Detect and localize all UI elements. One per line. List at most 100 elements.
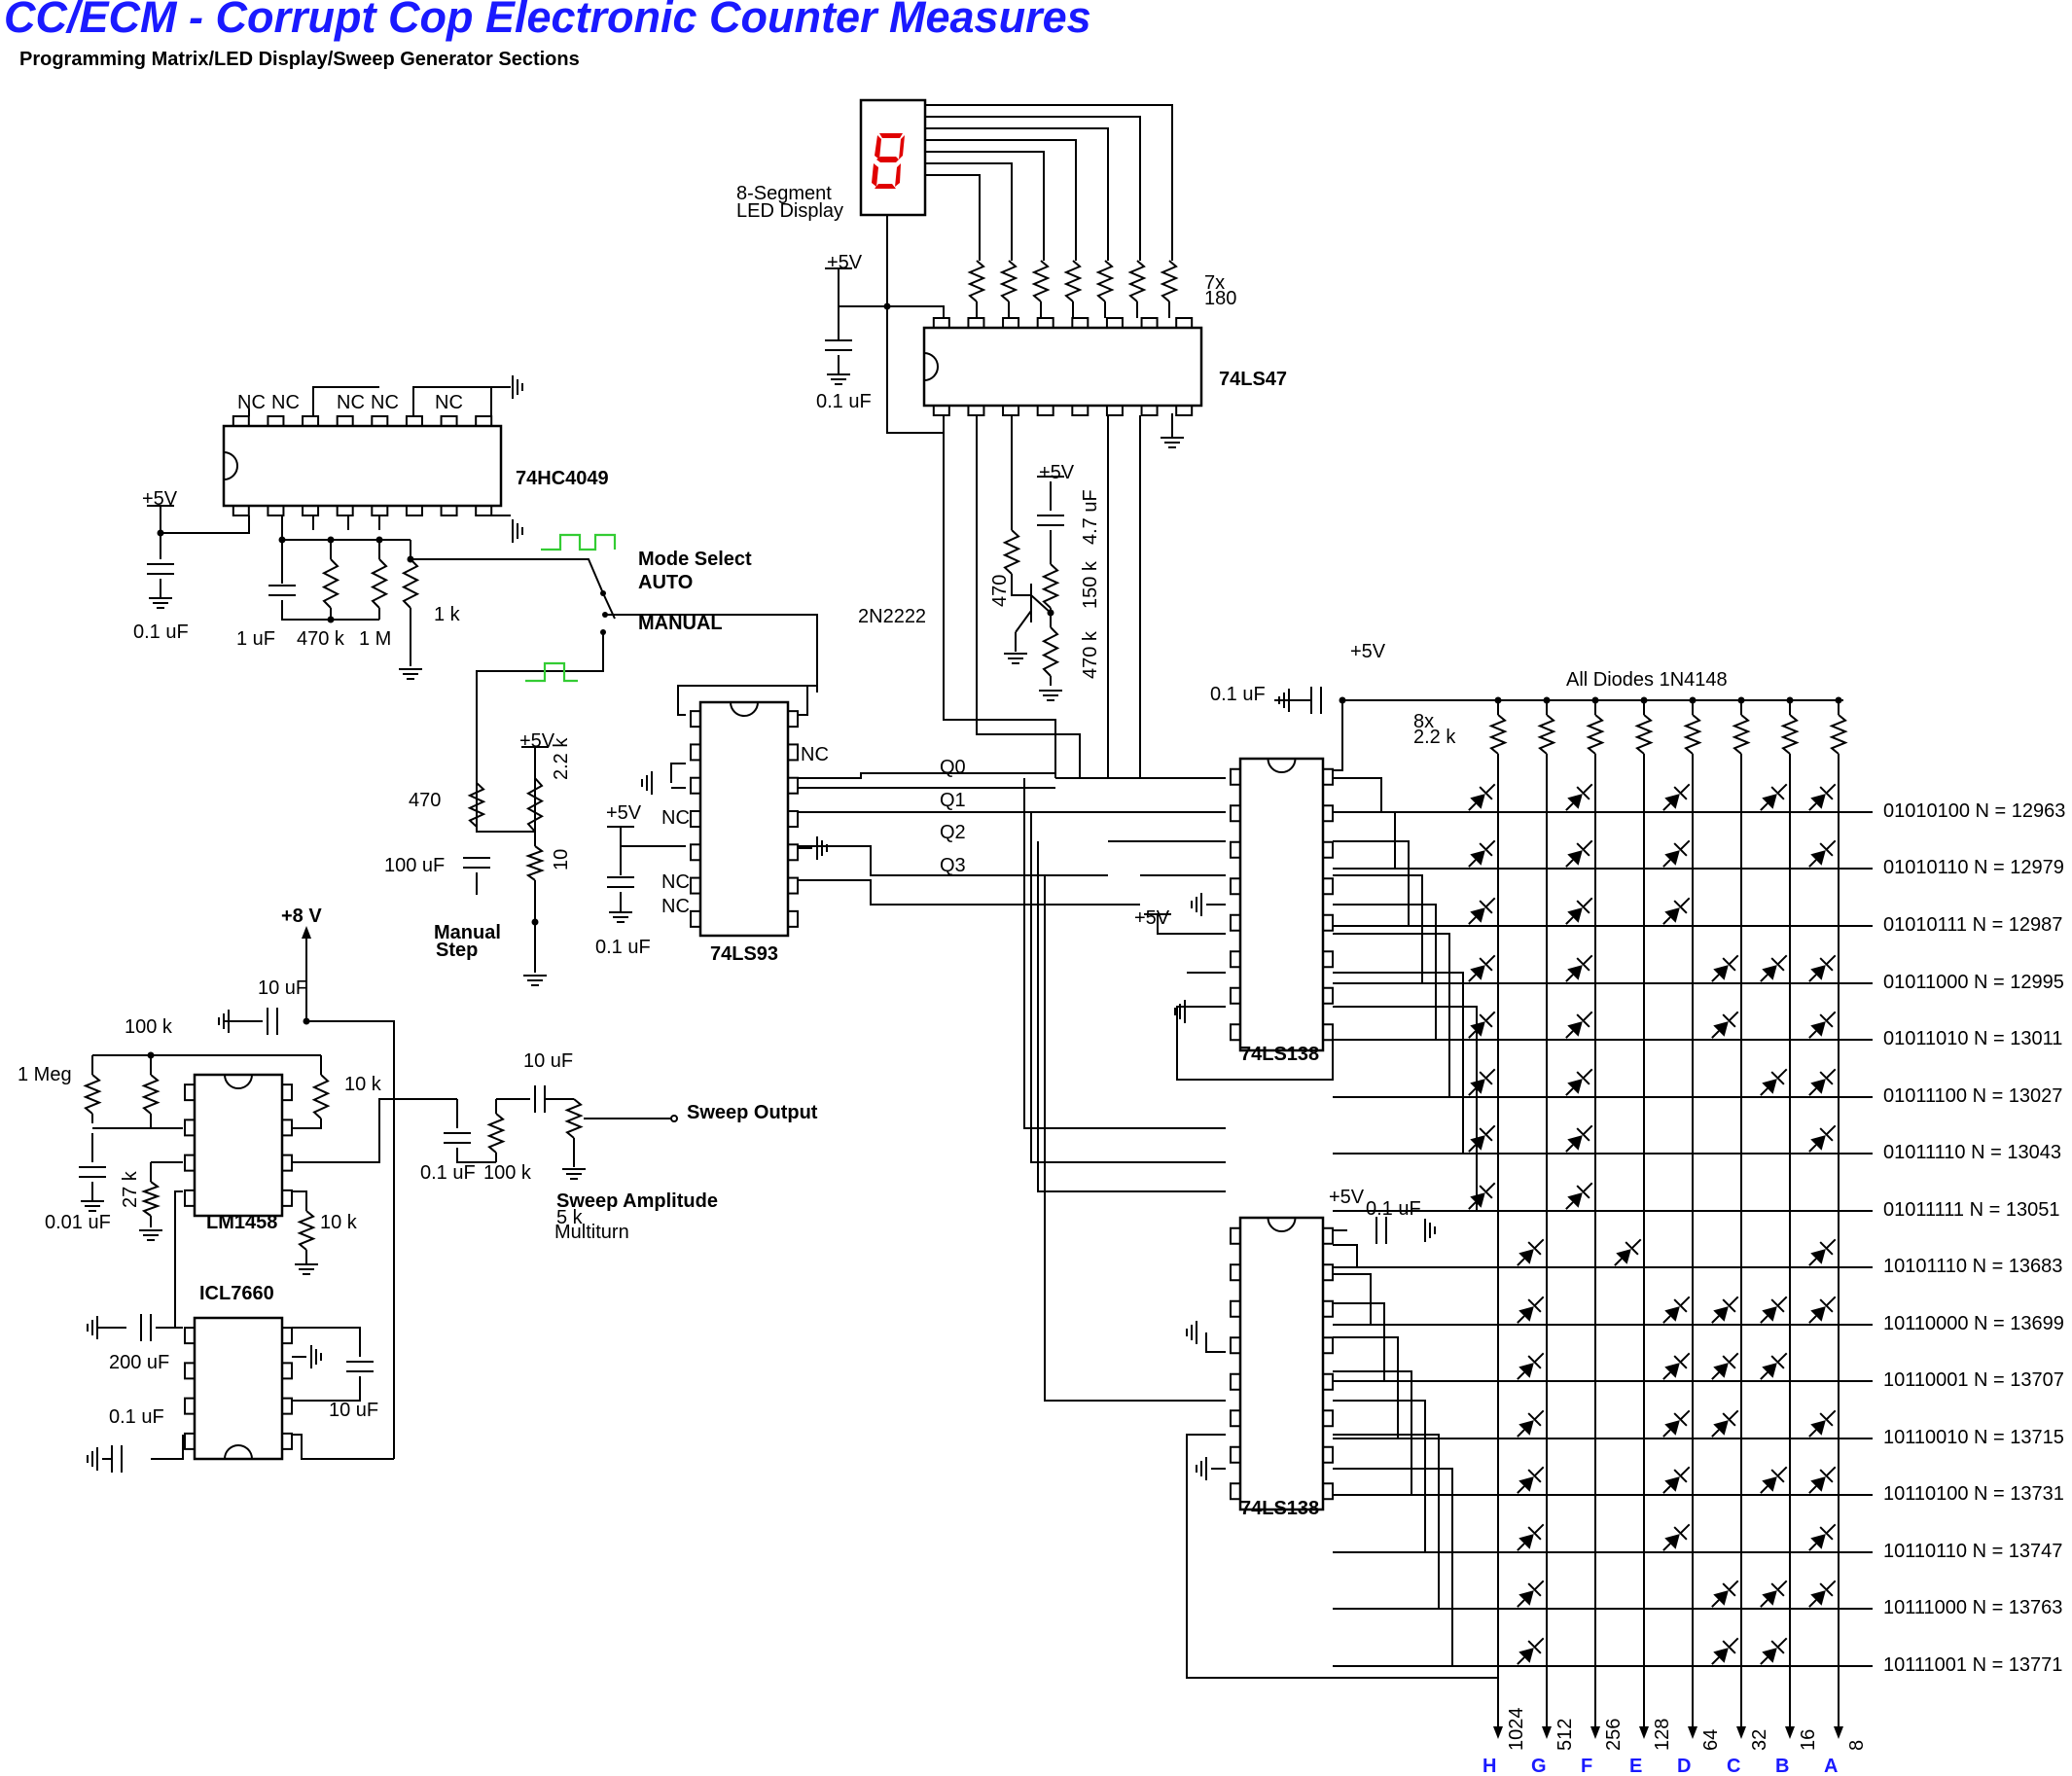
diode-anode: [1664, 907, 1680, 923]
page-subtitle: Programming Matrix/LED Display/Sweep Gen…: [19, 49, 580, 70]
chip-pin: [690, 843, 701, 862]
counter-q3-label: Q3: [940, 855, 966, 876]
chip-pin: [184, 1119, 196, 1137]
bit-arrow: [1834, 1726, 1843, 1739]
diode-lead: [1533, 1523, 1545, 1535]
wire: [456, 1148, 496, 1163]
diode-lead: [1662, 859, 1671, 868]
cap-label: 0.1 uF: [816, 391, 872, 412]
diode-anode: [1810, 794, 1826, 809]
diode-cathode: [1722, 1355, 1736, 1369]
wire: [292, 1376, 361, 1402]
bit-weight-label: 1024: [1506, 1708, 1527, 1752]
diode-lead: [1630, 1238, 1642, 1250]
diode-cathode: [1527, 1298, 1542, 1313]
chip-pin: [1322, 1023, 1334, 1042]
diode: [1565, 783, 1593, 811]
diode-anode: [1664, 850, 1680, 866]
resistor: [1683, 714, 1702, 755]
chip-pin: [1322, 804, 1334, 823]
junction-dot: [1591, 696, 1599, 704]
wire: [798, 845, 1108, 876]
resistor: [321, 558, 340, 609]
diode-cathode: [1479, 900, 1493, 914]
code-label: 10101110 N = 13683: [1883, 1256, 2062, 1277]
diode: [1662, 783, 1691, 811]
manual-step-label: Manual: [434, 922, 501, 943]
wire: [292, 1119, 322, 1129]
wire: [1333, 1302, 1498, 1382]
junction-dot: [1786, 696, 1794, 704]
wire: [943, 415, 1056, 778]
resistor: [486, 1113, 506, 1154]
diode-lead: [1533, 1409, 1545, 1421]
cap-label: 0.1 uF: [595, 937, 651, 958]
chip-pin: [1105, 317, 1124, 329]
diode-cathode: [1576, 1071, 1590, 1085]
diode-lead: [1776, 1580, 1788, 1591]
diode: [1711, 1580, 1739, 1608]
chip-pin: [281, 1397, 293, 1415]
diode-lead: [1825, 954, 1837, 966]
diode-lead: [1517, 1315, 1525, 1324]
resistor: [1780, 714, 1800, 755]
diode: [1517, 1296, 1545, 1324]
wire: [281, 515, 411, 541]
diode-lead: [1760, 802, 1768, 811]
diode-lead: [1776, 1637, 1788, 1649]
diode-anode: [1810, 1306, 1826, 1322]
chip-pin: [281, 1189, 293, 1207]
diode-lead: [1825, 1409, 1837, 1421]
diode-anode: [1470, 965, 1485, 980]
diode-anode: [1567, 1021, 1583, 1037]
diode-lead: [1679, 783, 1691, 795]
diode-cathode: [1770, 1582, 1785, 1597]
diode-cathode: [1673, 1355, 1688, 1369]
sweep-output-label: Sweep Output: [687, 1102, 818, 1123]
transistor-emitter: [1015, 610, 1032, 633]
bit-arrow: [1688, 1726, 1697, 1739]
diode: [1760, 1637, 1788, 1665]
diode: [1468, 954, 1496, 982]
diode-cathode: [1770, 1640, 1785, 1654]
chip-pin: [1230, 950, 1241, 969]
diode: [1711, 1409, 1739, 1438]
diode-lead: [1582, 1124, 1593, 1136]
diode-lead: [1517, 1543, 1525, 1551]
chip-pin: [1230, 1299, 1241, 1318]
wire: [1333, 1434, 1498, 1610]
diode: [1565, 839, 1593, 868]
diode-anode: [1762, 965, 1777, 980]
chip-pin: [1230, 877, 1241, 896]
diode-anode: [1713, 1648, 1729, 1663]
diode-lead: [1565, 916, 1574, 925]
diode: [1565, 954, 1593, 982]
chip-notch: [923, 352, 939, 381]
cap-label: 1 uF: [236, 628, 275, 650]
chip-pin: [1230, 840, 1241, 859]
diode: [1468, 839, 1496, 868]
diode-lead: [1468, 974, 1477, 982]
diode-lead: [1808, 802, 1817, 811]
bit-arrow: [1493, 1726, 1503, 1739]
wire: [976, 415, 1081, 778]
diode-cathode: [1479, 786, 1493, 800]
wire: [411, 558, 604, 594]
chip-pin: [184, 1154, 196, 1172]
wire: [925, 151, 1045, 261]
chip-notch: [1267, 1217, 1297, 1232]
wire: [1176, 1006, 1334, 1081]
junction-dot: [531, 918, 539, 926]
cap-label: 0.1 uF: [1366, 1198, 1421, 1220]
diode-anode: [1810, 1021, 1826, 1037]
resistor: [1002, 529, 1021, 575]
diode-lead: [1582, 1011, 1593, 1022]
diode-cathode: [1527, 1412, 1542, 1427]
diode: [1468, 1068, 1496, 1096]
diode-lead: [1728, 1409, 1739, 1421]
diode-lead: [1582, 783, 1593, 795]
chip-pin: [690, 743, 701, 762]
resistor-label: 150 k: [1080, 560, 1101, 609]
chip-pin: [1322, 913, 1334, 932]
counter-q0-label: Q0: [940, 757, 966, 778]
